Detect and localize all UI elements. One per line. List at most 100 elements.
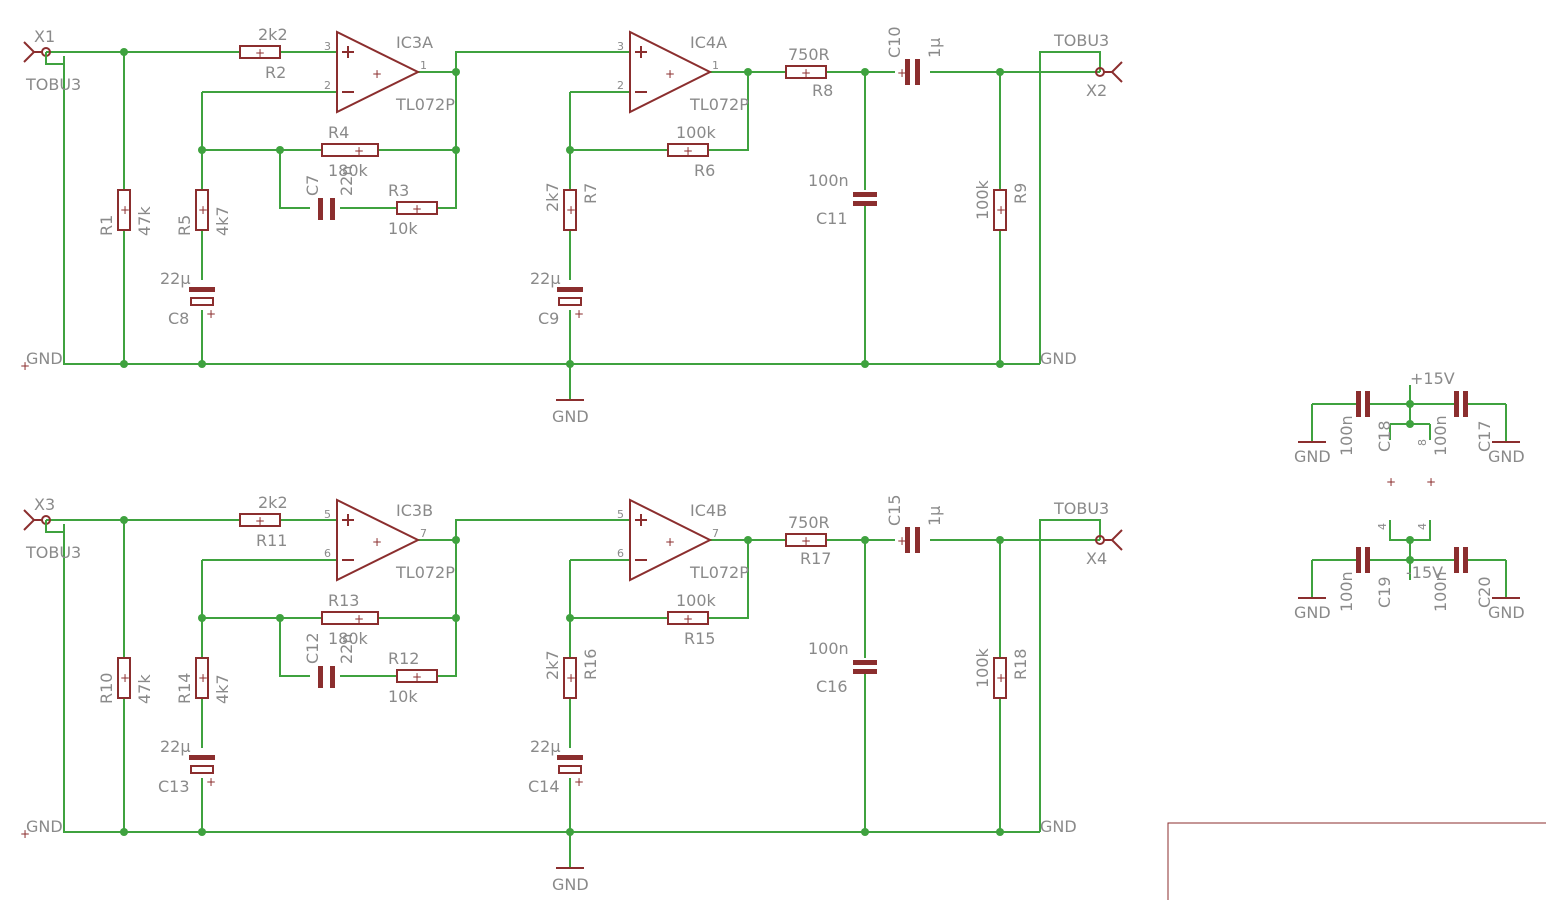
resistor-r-out: + 750R R8: [785, 45, 833, 100]
svg-text:+: +: [120, 203, 130, 217]
drawing-frame: [1167, 822, 1546, 900]
svg-text:+: +: [198, 671, 208, 685]
svg-text:TL072P: TL072P: [689, 95, 749, 114]
svg-text:IC4B: IC4B: [690, 501, 727, 520]
svg-text:22µ: 22µ: [160, 269, 191, 288]
resistor-r-fb: + R4 180k: [321, 123, 379, 180]
svg-text:TOBU3: TOBU3: [1053, 499, 1109, 518]
svg-text:8: 8: [1416, 439, 1429, 446]
svg-text:GND: GND: [552, 407, 589, 426]
input-connector: X3 TOBU3: [23, 495, 81, 562]
resistor-r-s: + R3 10k: [388, 181, 438, 238]
svg-text:C16: C16: [816, 677, 848, 696]
svg-text:R6: R6: [694, 161, 715, 180]
input-label: X3: [34, 495, 55, 514]
svg-text:4: 4: [1416, 523, 1429, 530]
resistor-r-shunt: + R10 47k: [97, 657, 154, 704]
svg-text:+: +: [665, 67, 675, 81]
input-net-label: TOBU3: [25, 543, 81, 562]
svg-text:1µ: 1µ: [925, 506, 944, 526]
opamp-2: + 3 2 1 IC4A TL072P: [617, 30, 749, 114]
svg-text:+: +: [897, 66, 907, 80]
resistor-r-fb2: + 100k R6: [667, 123, 717, 180]
svg-text:2k2: 2k2: [258, 25, 288, 44]
capacitor-c-fb: C12 22n: [303, 632, 356, 688]
svg-text:C18: C18: [1375, 420, 1394, 452]
svg-text:GND: GND: [1488, 447, 1525, 466]
svg-text:+: +: [683, 144, 693, 158]
gnd-left-label: GND: [26, 817, 63, 836]
capacitor-c-f: 100n C11: [808, 171, 877, 228]
svg-text:100k: 100k: [973, 179, 992, 220]
svg-text:C14: C14: [528, 777, 560, 796]
svg-text:C15: C15: [885, 494, 904, 526]
capacitor-c-out: + C15 1µ: [885, 494, 944, 553]
capacitor-c-fb: C7 22n: [303, 166, 356, 220]
neg-rail-label: -15V: [1406, 563, 1443, 582]
svg-text:22n: 22n: [337, 634, 356, 665]
capacitor-c-g2: + 22µ C9: [530, 269, 584, 328]
svg-text:2: 2: [324, 79, 331, 92]
channel-2: X3 TOBU3 + 2k2 R11 + 5 6 7 IC3B TL072P +…: [20, 493, 1123, 894]
svg-text:100n: 100n: [1431, 571, 1450, 612]
svg-text:+: +: [801, 66, 811, 80]
svg-text:+: +: [354, 144, 364, 158]
svg-text:1: 1: [420, 59, 427, 72]
opamp-type: TL072P: [395, 95, 455, 114]
output-connector: TOBU3 X2: [1053, 31, 1123, 100]
svg-text:+: +: [897, 534, 907, 548]
svg-text:22µ: 22µ: [530, 269, 561, 288]
resistor-r-g2: + 2k7 R16: [543, 649, 600, 699]
resistor-r-fb: + R13 180k: [321, 591, 379, 648]
svg-text:10k: 10k: [388, 687, 418, 706]
input-net-label: TOBU3: [25, 75, 81, 94]
svg-text:C11: C11: [816, 209, 848, 228]
svg-text:100n: 100n: [1431, 415, 1450, 456]
svg-text:+: +: [566, 671, 576, 685]
capacitor-c-g2: + 22µ C14: [528, 737, 584, 796]
svg-text:GND: GND: [1294, 447, 1331, 466]
svg-text:22n: 22n: [337, 166, 356, 197]
svg-text:C17: C17: [1475, 420, 1494, 452]
svg-text:+: +: [683, 612, 693, 626]
resistor-r-g: + R5 4k7: [175, 189, 232, 236]
svg-text:100k: 100k: [676, 123, 717, 142]
svg-text:+: +: [574, 775, 584, 789]
svg-text:47k: 47k: [135, 674, 154, 704]
svg-text:+: +: [574, 307, 584, 321]
svg-text:C12: C12: [303, 632, 322, 664]
svg-text:+: +: [1386, 475, 1396, 489]
svg-text:TOBU3: TOBU3: [1053, 31, 1109, 50]
svg-text:X4: X4: [1086, 549, 1107, 568]
svg-text:+: +: [372, 535, 382, 549]
svg-text:2: 2: [617, 79, 624, 92]
svg-text:+: +: [206, 775, 216, 789]
svg-text:100k: 100k: [973, 647, 992, 688]
svg-text:+: +: [996, 203, 1006, 217]
power-decoupling: +15V GND GND 100n C18 100n C17 8 + + 4 4…: [1294, 369, 1525, 622]
svg-text:750R: 750R: [788, 45, 830, 64]
svg-text:IC3B: IC3B: [396, 501, 433, 520]
svg-text:22µ: 22µ: [160, 737, 191, 756]
svg-text:6: 6: [324, 547, 331, 560]
svg-text:R18: R18: [1011, 649, 1030, 680]
svg-text:GND: GND: [552, 875, 589, 894]
svg-text:5: 5: [617, 508, 624, 521]
opamp-1: + 3 2 1 IC3A TL072P: [324, 30, 455, 114]
svg-text:GND: GND: [1488, 603, 1525, 622]
svg-text:R14: R14: [175, 673, 194, 704]
svg-text:+: +: [801, 534, 811, 548]
svg-text:750R: 750R: [788, 513, 830, 532]
svg-text:C10: C10: [885, 26, 904, 58]
output-connector: TOBU3 X4: [1053, 499, 1123, 568]
svg-text:R4: R4: [328, 123, 349, 142]
svg-text:R9: R9: [1011, 183, 1030, 204]
svg-text:+: +: [354, 612, 364, 626]
svg-text:1µ: 1µ: [925, 38, 944, 58]
svg-text:7: 7: [712, 527, 719, 540]
svg-text:180k: 180k: [328, 629, 369, 648]
svg-text:+: +: [255, 46, 265, 60]
svg-text:+: +: [206, 307, 216, 321]
capacitor-c-g: + 22µ C8: [160, 269, 216, 328]
svg-text:2k7: 2k7: [543, 650, 562, 680]
